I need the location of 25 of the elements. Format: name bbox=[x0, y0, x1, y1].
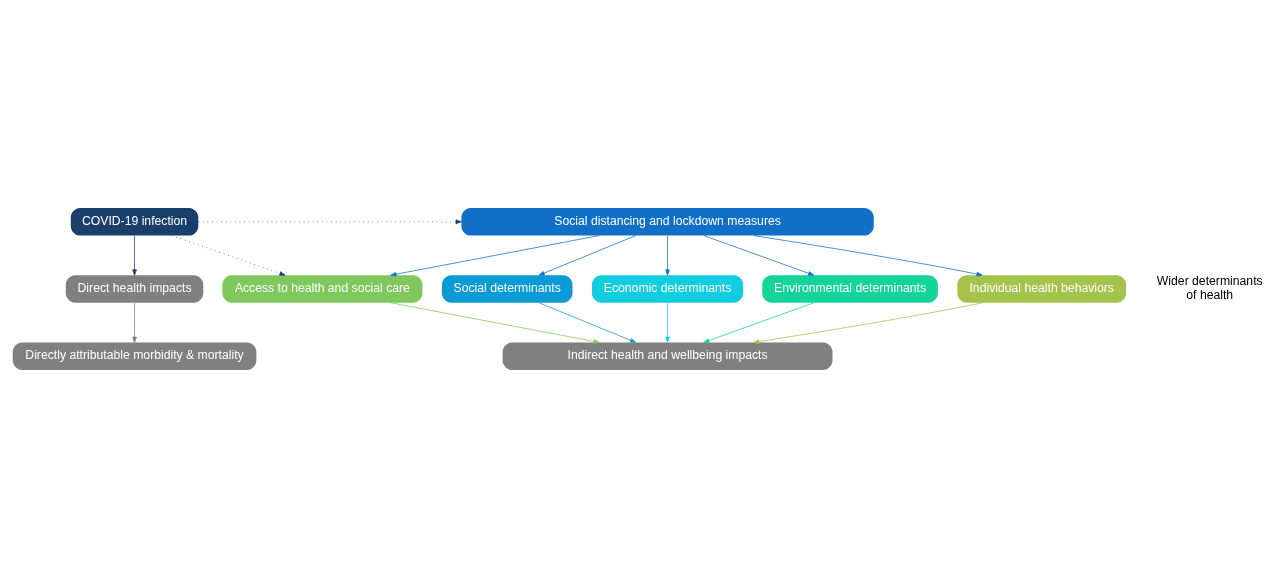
node-box: Economic determinants bbox=[591, 274, 744, 303]
arrow bbox=[753, 234, 983, 276]
arrow bbox=[132, 234, 137, 276]
arrow bbox=[665, 302, 670, 343]
node-box: Directly attributable morbidity & mortality bbox=[12, 341, 257, 370]
arrow bbox=[390, 301, 600, 344]
label: Wider determinants of health bbox=[1156, 273, 1263, 302]
arrow bbox=[132, 302, 137, 343]
arrow bbox=[665, 234, 670, 276]
arrow bbox=[703, 234, 815, 276]
node-box: Social determinants bbox=[441, 274, 573, 303]
arrow bbox=[538, 301, 637, 343]
arrow bbox=[171, 234, 286, 276]
node-box: Environmental determinants bbox=[762, 274, 938, 303]
node-box: Access to health and social care bbox=[222, 274, 423, 303]
arrow bbox=[703, 301, 815, 343]
arrow bbox=[538, 234, 637, 276]
node-box: COVID-19 infection bbox=[70, 207, 199, 236]
node-box: Individual health behaviors bbox=[957, 274, 1127, 303]
node-box: Indirect health and wellbeing impacts bbox=[502, 341, 833, 370]
arrow bbox=[753, 301, 983, 344]
arrow bbox=[390, 234, 600, 276]
node-box: Direct health impacts bbox=[65, 274, 204, 303]
node-box: Social distancing and lockdown measures bbox=[461, 207, 874, 236]
arrow bbox=[197, 219, 462, 224]
